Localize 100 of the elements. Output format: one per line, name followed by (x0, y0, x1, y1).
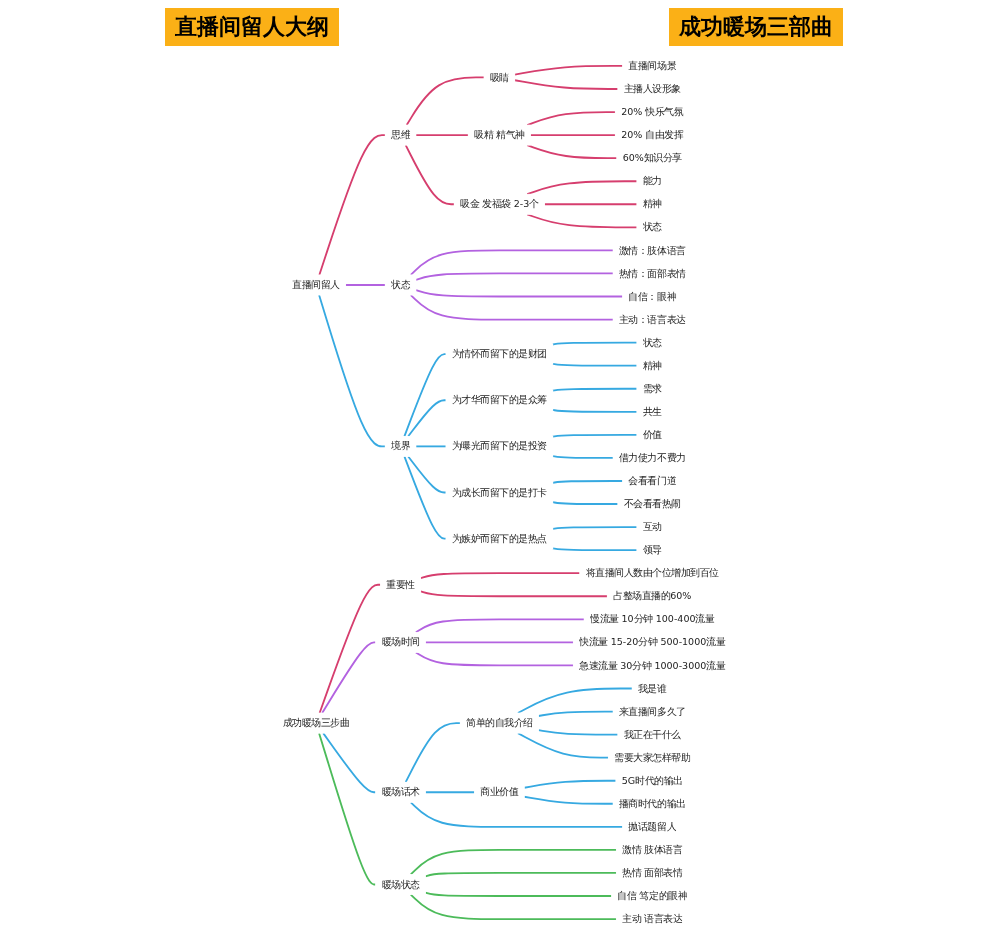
connector (424, 791, 476, 794)
node-text: 会看看门道 (628, 475, 677, 487)
node-text: 为才华而留下的是众筹 (451, 394, 547, 406)
connector (551, 501, 619, 505)
connector (407, 399, 447, 438)
connector (322, 732, 377, 794)
node-text: 状态 (642, 221, 662, 233)
connector (513, 79, 619, 90)
connector (526, 144, 618, 160)
connector (513, 65, 624, 76)
connector (409, 801, 624, 828)
node-text: 直播间场景 (628, 60, 677, 72)
node-text: 共生 (642, 406, 662, 418)
connector (551, 433, 638, 438)
connector (419, 590, 609, 598)
node-text: 借力使力不费力 (618, 452, 686, 464)
node-text: 热情 面部表情 (622, 867, 683, 879)
node-text: 我是谁 (637, 682, 667, 694)
connector (526, 213, 638, 229)
connector (551, 480, 624, 484)
connector (516, 732, 610, 759)
connector (551, 455, 614, 459)
connector (403, 455, 447, 540)
node-text: 自信 笃定的眼神 (617, 890, 688, 902)
connector (404, 722, 462, 784)
connector (516, 687, 633, 714)
node-text: 能力 (642, 175, 662, 187)
connector (537, 710, 614, 717)
node-text: 领导 (642, 544, 662, 556)
node-text: 我正在干什么 (623, 728, 681, 740)
connector (424, 891, 613, 897)
connector (409, 849, 618, 876)
node-text: 来直播间多久了 (618, 705, 686, 717)
node-text: 热情：面部表情 (618, 267, 686, 279)
node-text: 暖场状态 (381, 878, 420, 890)
connector (526, 111, 617, 126)
connector (419, 572, 581, 580)
node-text: 60%知识分享 (622, 152, 682, 164)
connector (551, 547, 638, 552)
connector (543, 203, 638, 206)
connector (551, 341, 638, 346)
connector (523, 779, 617, 789)
connector (318, 583, 382, 714)
connector (537, 729, 619, 736)
connector (424, 872, 618, 878)
connector (318, 294, 387, 448)
node-text: 价值 (642, 429, 662, 441)
node-text: 思维 (391, 129, 411, 141)
node-text: 精神 (642, 360, 662, 371)
node-text: 5G时代的输出 (621, 775, 683, 787)
connector (551, 362, 638, 367)
node-text: 急速流量 30分钟 1000-3000流量 (579, 659, 726, 671)
node-text: 需求 (642, 383, 662, 395)
node-text: 精神 (642, 198, 662, 210)
node-text: 状态 (642, 336, 662, 348)
connector (318, 732, 377, 886)
connector (409, 294, 614, 321)
node-text: 暖场时间 (381, 636, 420, 648)
connector (551, 387, 638, 392)
node-text: 慢流量 10分钟 100-400流量 (589, 613, 715, 625)
node-text: 占整场直播的60% (613, 590, 692, 602)
node-text: 重要性 (386, 579, 415, 591)
node-text: 吸金 发福袋 2-3个 (460, 198, 539, 210)
node-text: 吸睛 (489, 71, 509, 83)
node-text: 互动 (642, 521, 662, 533)
connector (344, 284, 387, 286)
node-text: 直播间留人 (292, 279, 340, 291)
node-text: 不会看看热闹 (623, 498, 681, 510)
connector (318, 134, 387, 276)
connector (424, 641, 575, 644)
connector (529, 134, 617, 136)
node-text: 快流量 15-20分钟 500-1000流量 (579, 636, 726, 648)
connector (404, 144, 456, 206)
node-text: 暖场话术 (381, 786, 420, 798)
connector (523, 795, 614, 805)
connector (409, 249, 614, 276)
node-text: 为成长而留下的是打卡 (451, 486, 547, 498)
connector (415, 272, 614, 281)
node-text: 播商时代的输出 (618, 798, 686, 810)
connector (415, 445, 447, 448)
connector (415, 289, 624, 298)
node-text: 20% 快乐气氛 (621, 106, 684, 118)
connector (414, 651, 575, 667)
node-text: 商业价值 (480, 786, 519, 798)
node-text: 简单的自我介绍 (466, 717, 533, 729)
connector (403, 353, 447, 438)
node-text: 激情：肢体语言 (618, 244, 686, 256)
connector (321, 641, 377, 714)
node-text: 为情怀而留下的是财团 (451, 348, 547, 360)
node-text: 吸精 精气神 (474, 129, 525, 141)
node-text: 主播人设形象 (623, 83, 681, 95)
node-text: 需要大家怎样帮助 (614, 752, 691, 763)
heading-label: 成功暖场三部曲 (669, 8, 843, 46)
node-text: 为嫉妒而留下的是热点 (451, 532, 547, 544)
node-text: 抛话题留人 (628, 821, 677, 833)
node-text: 为曝光而留下的是投资 (451, 440, 547, 452)
node-text: 主动 语言表达 (622, 913, 683, 925)
node-text: 自信：眼神 (628, 290, 677, 302)
node-text: 主动：语言表达 (618, 313, 686, 325)
connector (415, 134, 470, 136)
